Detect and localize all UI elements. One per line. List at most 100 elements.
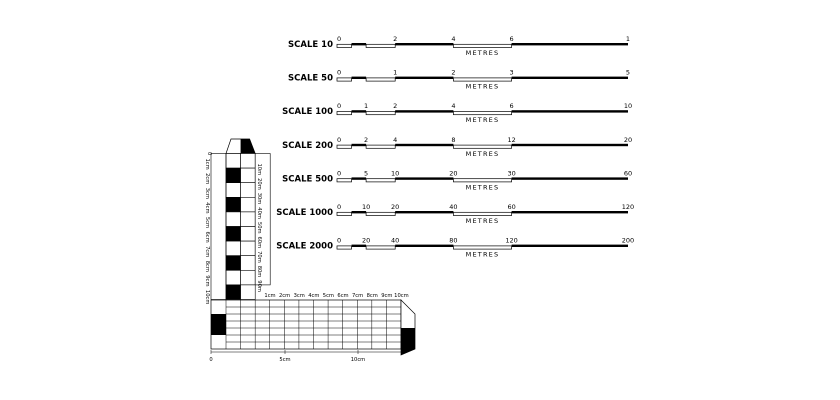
bar-solid-segment (511, 143, 628, 147)
ruler-cell (240, 197, 256, 213)
tick-label: 0 (337, 35, 341, 43)
ruler-left-label: 2cm (204, 173, 210, 184)
ruler-top-label: 9cm (381, 293, 392, 299)
tick-label: 0 (337, 203, 341, 211)
ruler-left-label: 1cm (204, 159, 210, 170)
bar-open-segment (336, 211, 352, 216)
ruler-cell (240, 226, 256, 242)
tick-label: 2 (393, 35, 397, 43)
ruler-top-label: 7cm (352, 293, 363, 299)
tick-label: 20 (362, 237, 370, 245)
ruler-left-label: 3cm (204, 188, 210, 199)
ruler-left-label: 9cm (204, 275, 210, 286)
tick-label: 120 (505, 237, 517, 245)
tick-label: 80 (449, 237, 457, 245)
ruler-cap-fill (240, 139, 256, 154)
bar-solid-segment (395, 244, 454, 247)
tick-label: 60 (507, 203, 515, 211)
ruler-left-label: 4cm (204, 202, 210, 213)
bar-open-segment (453, 211, 512, 216)
bar-open-segment (365, 77, 396, 82)
ruler-cell (240, 182, 256, 198)
bar-solid-segment (351, 177, 367, 180)
bar-solid-segment (511, 244, 628, 247)
tick-label: 0 (337, 136, 341, 144)
tick-label: 40 (449, 203, 457, 211)
ruler-bottom-label: 0 (209, 357, 212, 363)
scale-label: SCALE 2000 (276, 242, 333, 252)
tick-label: 6 (510, 35, 514, 43)
bar-solid-segment (351, 244, 367, 247)
tick-label: 60 (624, 169, 632, 177)
bar-open-segment (336, 111, 352, 116)
ruler-right-label: 70m (256, 251, 262, 263)
bar-open-segment (336, 77, 352, 82)
scale-label: SCALE 50 (288, 74, 333, 84)
ruler-cell (225, 226, 241, 242)
tick-label: 4 (451, 102, 455, 110)
ruler-right-label: 90m (256, 280, 262, 292)
ruler-cell (240, 255, 256, 271)
bar-open-segment (453, 144, 512, 149)
unit-label: METRES (466, 183, 500, 191)
tick-label: 10 (391, 169, 399, 177)
bar-open-segment (336, 178, 352, 183)
bar-open-segment (365, 245, 396, 250)
bar-open-segment (365, 178, 396, 183)
tick-label: 40 (391, 237, 399, 245)
tick-label: 3 (510, 69, 514, 77)
ruler-cell (225, 211, 241, 227)
bar-solid-segment (511, 177, 628, 180)
ruler-right-track (254, 153, 271, 286)
ruler-right-label: 80m (256, 266, 262, 278)
bar-open-segment (453, 178, 512, 183)
tick-label: 0 (337, 102, 341, 110)
bar-solid-segment (511, 110, 628, 113)
unit-label: METRES (466, 83, 500, 91)
tick-label: 20 (624, 136, 632, 144)
scale-label: SCALE 500 (282, 174, 333, 184)
tick-label: 6 (510, 102, 514, 110)
bar-solid-segment (351, 43, 367, 46)
bar-solid-segment (395, 143, 454, 147)
bar-open-segment (453, 111, 512, 116)
ruler-right-label: 40m (256, 207, 262, 219)
tick-label: 2 (451, 69, 455, 77)
ruler-cell (240, 167, 256, 184)
bar-solid-segment (351, 76, 367, 79)
ruler-right-label: 20m (256, 178, 262, 190)
bar-solid-segment (395, 76, 454, 79)
ruler-top-label: 1cm (264, 293, 275, 299)
tick-label: 1 (364, 102, 368, 110)
bar-solid-segment (351, 143, 367, 147)
scale-label: SCALE 10 (288, 40, 333, 50)
ruler-end-fill (401, 328, 415, 355)
tick-label: 30 (507, 169, 515, 177)
bar-solid-segment (511, 211, 628, 214)
unit-label: METRES (466, 251, 500, 259)
tick-label: 5 (364, 169, 368, 177)
tick-label: 20 (391, 203, 399, 211)
ruler-cell (225, 240, 241, 257)
bar-open-segment (365, 144, 396, 149)
tick-label: 0 (337, 169, 341, 177)
tick-label: 5 (626, 69, 630, 77)
unit-label: METRES (466, 150, 500, 158)
ruler-cell (225, 269, 241, 286)
tick-label: 2 (393, 102, 397, 110)
ruler-top-label: 3cm (294, 293, 305, 299)
scale-label: SCALE 200 (282, 141, 333, 151)
unit-label: METRES (466, 217, 500, 225)
tick-label: 8 (451, 136, 455, 144)
ruler-left-label: 7cm (204, 246, 210, 257)
ruler-top-label: 5cm (323, 293, 334, 299)
tick-label: 12 (507, 136, 515, 144)
ruler-cell (225, 255, 241, 271)
ruler-right-label: 10m (256, 164, 262, 176)
